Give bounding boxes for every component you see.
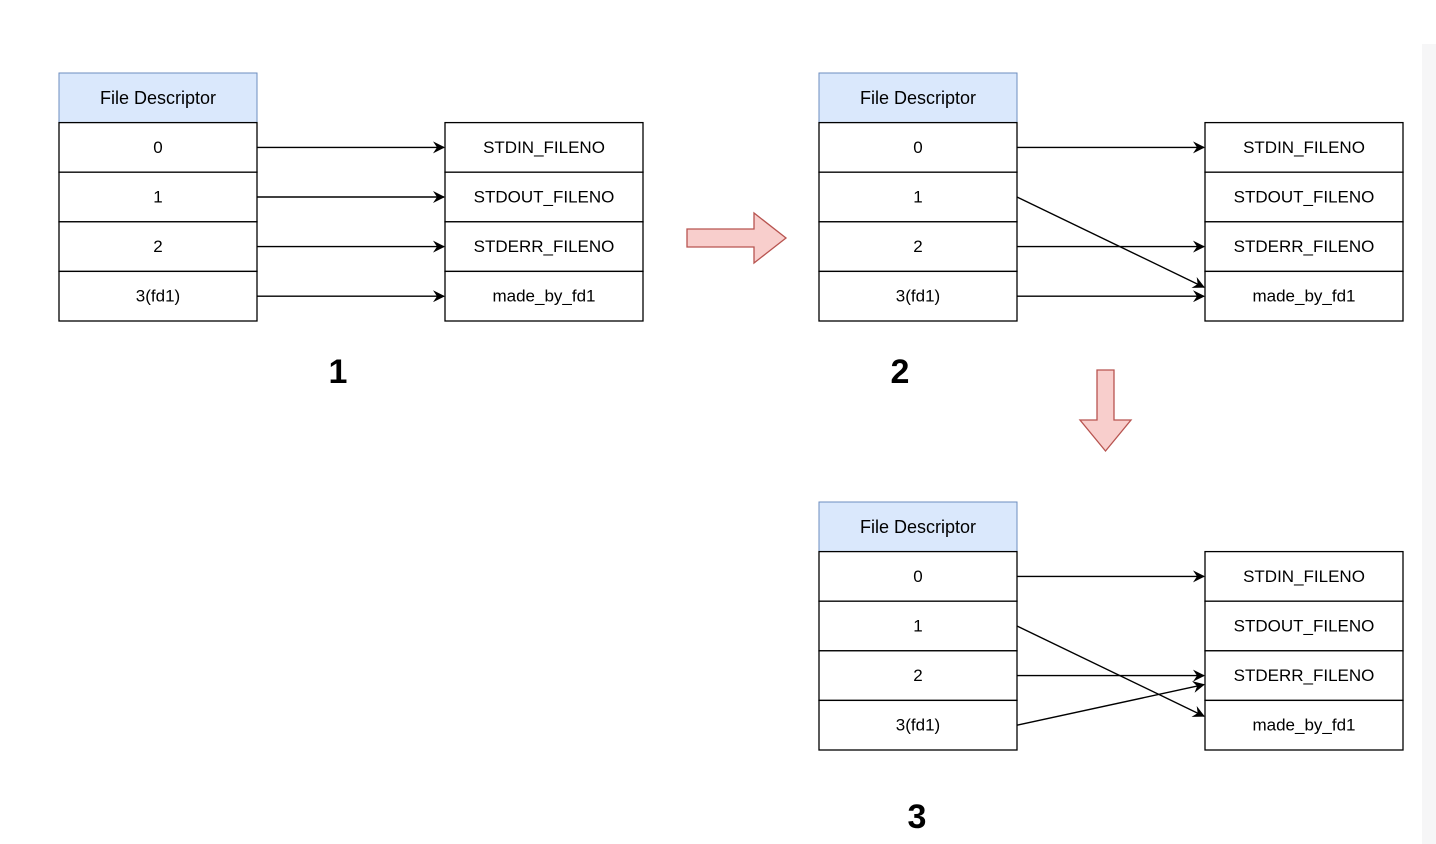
target-row <box>1204 550 1404 602</box>
fd-row-label: 2 <box>913 237 922 256</box>
target-row <box>1204 270 1404 322</box>
fd-row <box>818 699 1018 751</box>
fd-row <box>818 270 1018 322</box>
fd-table-header <box>818 72 1018 124</box>
fd-table-header <box>818 501 1018 553</box>
fd-row <box>818 600 1018 652</box>
target-row <box>1204 171 1404 223</box>
target-row <box>444 221 644 273</box>
fd-table-header-label: File Descriptor <box>100 88 216 108</box>
target-row-label: STDERR_FILENO <box>1234 237 1375 256</box>
target-row-label: STDOUT_FILENO <box>1234 188 1375 207</box>
fd-table-header-label: File Descriptor <box>860 88 976 108</box>
target-row-label: made_by_fd1 <box>1252 716 1355 735</box>
fd-table-header <box>58 72 258 124</box>
fd-row-label: 0 <box>153 138 162 157</box>
target-row <box>1204 600 1404 652</box>
target-row <box>1204 121 1404 173</box>
fd-row-label: 3(fd1) <box>896 287 940 306</box>
target-row-label: STDIN_FILENO <box>1243 567 1365 586</box>
target-row-label: STDERR_FILENO <box>474 237 615 256</box>
fd-row-label: 3(fd1) <box>896 716 940 735</box>
fd-row-label: 1 <box>913 188 922 207</box>
fd-row-label: 2 <box>153 237 162 256</box>
fd-row-label: 1 <box>913 617 922 636</box>
fd-link-arrow <box>1016 625 1205 717</box>
target-row <box>1204 221 1404 273</box>
page-scroll-strip <box>1422 44 1436 844</box>
fd-table-header-label: File Descriptor <box>860 517 976 537</box>
target-row-label: STDERR_FILENO <box>1234 666 1375 685</box>
fd-link-arrow <box>1016 681 1205 726</box>
stage-number: 1 <box>329 353 348 391</box>
stage-number: 3 <box>908 798 927 836</box>
target-row-label: STDOUT_FILENO <box>474 188 615 207</box>
fd-link-arrow <box>1016 196 1205 288</box>
target-row-label: STDIN_FILENO <box>483 138 605 157</box>
transition-arrow-right <box>686 211 788 265</box>
fd-row-label: 0 <box>913 138 922 157</box>
target-row <box>444 270 644 322</box>
target-row <box>1204 699 1404 751</box>
fd-row <box>818 221 1018 273</box>
transition-arrow-down <box>1078 369 1133 453</box>
fd-row <box>818 550 1018 602</box>
target-row-label: made_by_fd1 <box>1252 287 1355 306</box>
stage-number: 2 <box>891 353 910 391</box>
target-row <box>1204 650 1404 702</box>
fd-row-label: 0 <box>913 567 922 586</box>
fd-row-label: 2 <box>913 666 922 685</box>
fd-row <box>818 171 1018 223</box>
target-row <box>444 121 644 173</box>
target-row-label: STDOUT_FILENO <box>1234 617 1375 636</box>
target-row-label: made_by_fd1 <box>492 287 595 306</box>
fd-row <box>818 121 1018 173</box>
fd-row-label: 1 <box>153 188 162 207</box>
target-row-label: STDIN_FILENO <box>1243 138 1365 157</box>
target-row <box>444 171 644 223</box>
fd-row-label: 3(fd1) <box>136 287 180 306</box>
fd-row <box>58 270 258 322</box>
